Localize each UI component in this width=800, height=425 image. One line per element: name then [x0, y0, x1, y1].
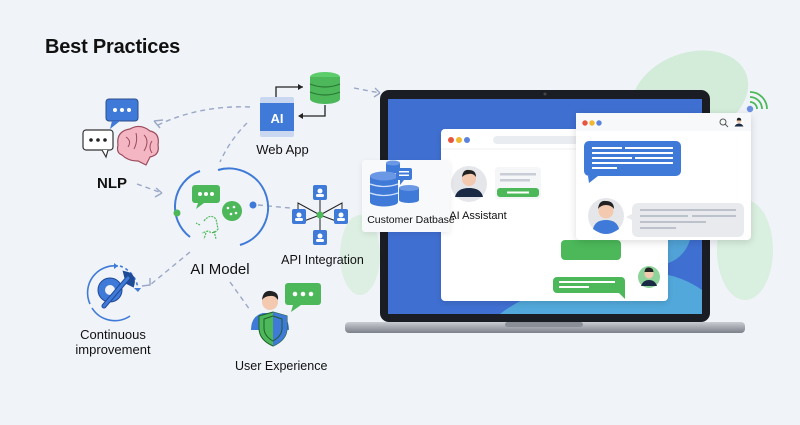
ai-assistant-label: AI Assistant: [449, 210, 507, 222]
api-integration-node: API Integration: [280, 185, 370, 270]
brain-chat-icon: [82, 98, 159, 166]
customer-database-card: Customer Datbase: [362, 160, 455, 232]
network-users-icon: [292, 185, 348, 245]
ai-model-label: AI Model: [190, 261, 250, 278]
web-app-database-icon: AI: [260, 72, 341, 137]
user-experience-label: User Experience: [235, 359, 328, 373]
chat-window: [576, 113, 751, 240]
api-integration-label: API Integration: [281, 253, 364, 267]
web-app-badge: AI: [271, 111, 284, 126]
chat-window-content: [576, 113, 751, 237]
user-shield-icon: [251, 283, 321, 347]
continuous-improvement-node: Continuous improvement: [68, 262, 168, 362]
web-app-node: AI Web App: [255, 65, 355, 160]
search-icon: [719, 118, 727, 126]
continuous-improvement-label-line1: Continuous: [80, 327, 146, 342]
gear-wrench-cycle-icon: [86, 263, 141, 322]
continuous-improvement-label-line2: improvement: [75, 342, 151, 357]
customer-database-label: Customer Datbase: [367, 214, 455, 226]
user-experience-node: User Experience: [235, 280, 335, 375]
web-app-label: Web App: [256, 142, 309, 157]
ai-model-node: AI Model: [165, 165, 270, 280]
nlp-label: NLP: [97, 175, 127, 192]
database-icon: [369, 160, 419, 207]
nlp-node: NLP: [80, 95, 180, 195]
ai-model-icon: [173, 167, 270, 246]
wifi-icon: [746, 91, 768, 113]
page-title: Best Practices: [45, 36, 181, 58]
